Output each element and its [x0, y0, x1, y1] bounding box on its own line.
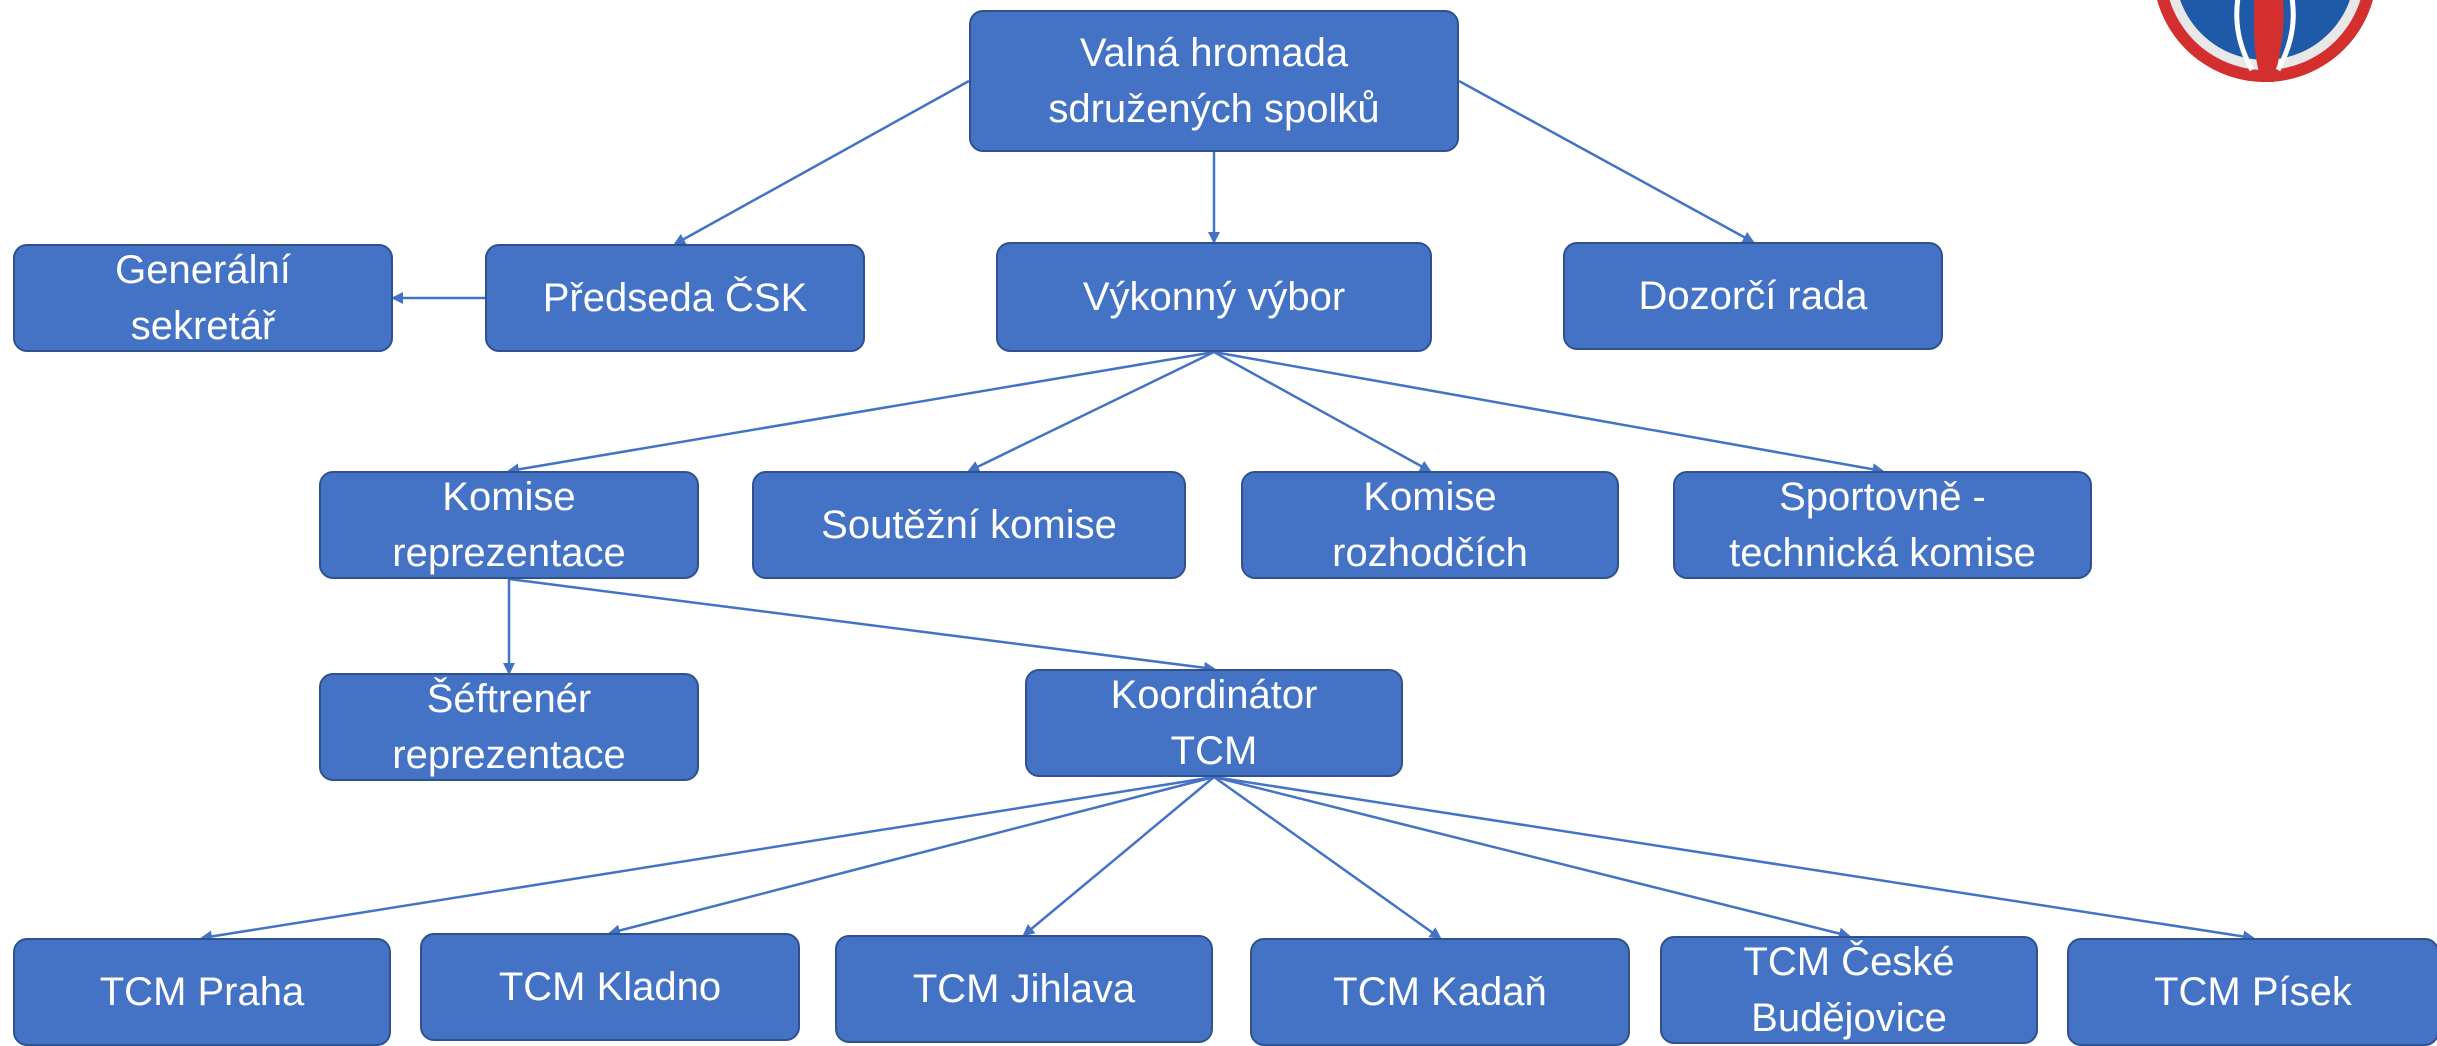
connector-koordinator-to-tcm_jihlava — [1022, 776, 1215, 937]
connector-vykonny-to-sportovne — [1213, 350, 1885, 476]
node-koordinator-tcm: Koordinátor TCM — [1025, 669, 1403, 777]
connector-koordinator-to-tcm_praha — [200, 775, 1215, 943]
connector-vykonny-to-komise_roz — [1213, 350, 1432, 473]
node-dozorci-rada: Dozorčí rada — [1563, 242, 1943, 350]
node-predseda-csk: Předseda ČSK — [485, 244, 865, 352]
node-tcm-praha: TCM Praha — [13, 938, 391, 1046]
node-soutezni-komise: Soutěžní komise — [752, 471, 1186, 579]
node-seftrener-reprezentace: Šéftrenér reprezentace — [319, 673, 699, 781]
association-logo — [2140, 0, 2390, 90]
node-tcm-pisek: TCM Písek — [2067, 938, 2437, 1046]
node-valna-hromada: Valná hromada sdružených spolků — [969, 10, 1459, 152]
connector-koordinator-to-tcm_pisek — [1213, 775, 2255, 943]
connector-vykonny-to-soutezni — [967, 350, 1215, 473]
node-tcm-jihlava: TCM Jihlava — [835, 935, 1213, 1043]
connector-koordinator-to-tcm_cb — [1213, 775, 1851, 940]
node-tcm-kadan: TCM Kadaň — [1250, 938, 1630, 1046]
connector-valna-to-predseda — [673, 79, 970, 246]
node-komise-rozhodcich: Komise rozhodčích — [1241, 471, 1619, 579]
node-tcm-ceske-budejovice: TCM České Budějovice — [1660, 936, 2038, 1044]
node-vykonny-vybor: Výkonný výbor — [996, 242, 1432, 352]
node-generalni-sekretar: Generální sekretář — [13, 244, 393, 352]
connector-vykonny-to-komise_rep — [507, 350, 1215, 476]
node-tcm-kladno: TCM Kladno — [420, 933, 800, 1041]
connector-koordinator-to-tcm_kadan — [1213, 775, 1442, 940]
connector-komise_rep-to-koordinator — [508, 577, 1216, 674]
connector-koordinator-to-tcm_kladno — [608, 775, 1215, 937]
node-komise-reprezentace: Komise reprezentace — [319, 471, 699, 579]
node-sportovne-technicka-komise: Sportovně - technická komise — [1673, 471, 2092, 579]
connector-valna-to-dozorci — [1458, 79, 1755, 244]
